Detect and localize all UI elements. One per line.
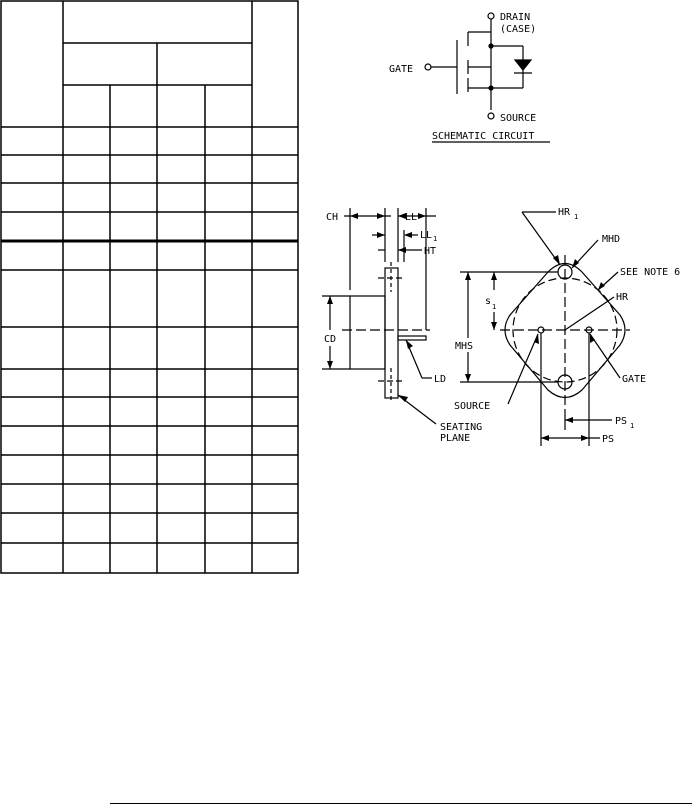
arrow-icon	[581, 435, 589, 441]
hr-label: HR	[616, 292, 629, 303]
mhs-label: MHS	[455, 341, 473, 352]
gate-label: GATE	[389, 64, 413, 75]
ps1-label: PS	[615, 416, 627, 427]
see-note-label: SEE NOTE 6	[620, 267, 680, 278]
arrow-icon	[327, 361, 333, 369]
arrow-icon	[377, 213, 385, 219]
gate-leader	[589, 333, 621, 379]
source-label: SOURCE	[500, 113, 536, 124]
ll1-label: LL	[420, 230, 432, 241]
mhd-label: MHD	[602, 234, 620, 245]
arrow-icon	[398, 247, 406, 253]
lead-pin	[397, 335, 427, 341]
flange-outline	[504, 262, 626, 399]
schematic-circuit: DRAIN (CASE) GATE SOURCE SCHEMATIC CIRCU…	[389, 12, 550, 143]
s1-label: s	[485, 296, 491, 307]
diode-icon	[513, 59, 533, 71]
footer-rule	[110, 803, 692, 804]
source-terminal	[487, 112, 495, 120]
arrow-icon	[465, 374, 471, 382]
arrow-icon	[465, 272, 471, 280]
ch-label: CH	[326, 212, 338, 223]
arrow-icon	[590, 334, 595, 343]
drain-label: DRAIN	[500, 12, 530, 23]
arrow-icon	[377, 232, 385, 238]
seating-plane-label-2: PLANE	[440, 433, 470, 444]
hr1-leader	[521, 211, 561, 266]
table-border	[0, 0, 299, 574]
arrow-icon	[404, 232, 412, 238]
ll-label: LL	[405, 212, 417, 223]
drain-terminal	[487, 12, 495, 20]
arrow-icon	[534, 334, 539, 344]
s1-subscript: 1	[492, 303, 496, 311]
package-outline-drawing: CH LL LL 1 HT CD LD SEATING PLANE HR 1 M…	[322, 207, 680, 446]
cap-body	[349, 295, 386, 370]
ht-label: HT	[424, 246, 436, 257]
schematic-caption: SCHEMATIC CIRCUIT	[432, 131, 534, 142]
arrow-icon	[598, 282, 605, 290]
arrow-icon	[398, 395, 408, 402]
gate-terminal	[424, 63, 432, 71]
ll1-subscript: 1	[433, 235, 437, 243]
arrow-icon	[398, 213, 406, 219]
arrow-icon	[406, 340, 413, 349]
source-label: SOURCE	[454, 401, 490, 412]
arrow-icon	[491, 322, 497, 330]
gate-label: GATE	[622, 374, 646, 385]
arrow-icon	[541, 435, 549, 441]
hr-leader	[564, 296, 615, 331]
seating-plane-label: SEATING	[440, 422, 482, 433]
ps1-subscript: 1	[630, 422, 634, 430]
dimension-table	[0, 0, 299, 574]
cd-label: CD	[324, 334, 336, 345]
arrow-icon	[350, 213, 358, 219]
ld-label: LD	[434, 374, 446, 385]
ps-label: PS	[602, 434, 614, 445]
arrow-icon	[327, 296, 333, 304]
arrow-icon	[565, 417, 573, 423]
hr1-subscript: 1	[574, 213, 578, 221]
arrow-icon	[418, 213, 426, 219]
source-leader	[507, 333, 539, 405]
hr1-label: HR	[558, 207, 571, 218]
arrow-icon	[491, 272, 497, 280]
arrow-icon	[572, 259, 579, 268]
case-label: (CASE)	[500, 24, 536, 35]
arrow-icon	[553, 255, 560, 265]
